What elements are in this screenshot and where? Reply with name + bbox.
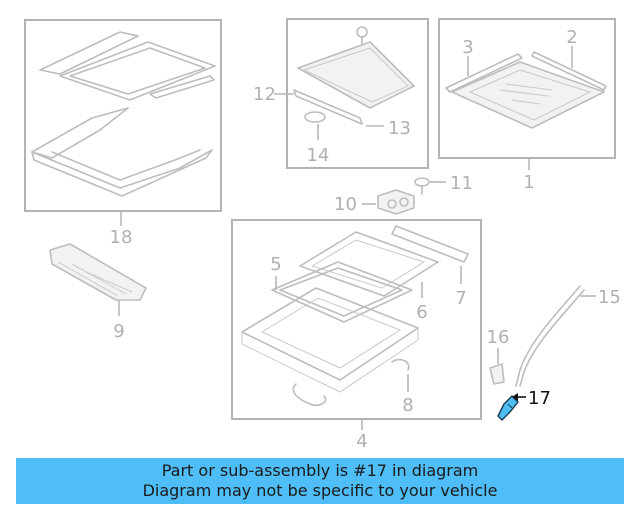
glass-seal-3 <box>445 53 523 93</box>
sunshade-handle-14 <box>304 111 326 123</box>
banner-line-1: Part or sub-assembly is #17 in diagram <box>161 461 479 480</box>
glass-reflection <box>499 83 553 105</box>
part-box-1 <box>438 18 616 159</box>
part-11-bolt[interactable] <box>414 177 430 195</box>
label-8: 8 <box>402 395 413 416</box>
label-3: 3 <box>462 37 473 58</box>
part-10-motor[interactable] <box>377 189 415 215</box>
label-4: 4 <box>356 431 367 452</box>
glass-panel-part <box>451 61 605 129</box>
glass-panel-inner <box>468 69 592 121</box>
label-6: 6 <box>416 302 427 323</box>
part-15-drain-hose[interactable] <box>515 285 585 387</box>
label-18: 18 <box>110 227 133 248</box>
rail-7 <box>391 225 469 263</box>
label-9: 9 <box>113 321 124 342</box>
roof-frame-edge <box>51 149 201 181</box>
roof-rail-part <box>149 75 215 99</box>
sunshade-inner <box>302 47 409 103</box>
label-12: 12 <box>253 84 276 105</box>
banner-line-2: Diagram may not be specific to your vehi… <box>142 481 498 500</box>
part-9-deflector[interactable] <box>49 243 147 301</box>
sunshade-clip <box>356 26 368 38</box>
label-11: 11 <box>450 173 473 194</box>
part-box-4 <box>231 219 482 420</box>
roof-molding-part <box>39 31 139 75</box>
label-17: 17 <box>528 388 551 409</box>
label-13: 13 <box>388 118 411 139</box>
roof-frame-rear <box>31 149 213 197</box>
label-1: 1 <box>523 172 534 193</box>
info-banner: Part or sub-assembly is #17 in diagram D… <box>16 458 624 504</box>
drain-hose-left <box>292 383 327 407</box>
part-group-1[interactable] <box>438 18 616 159</box>
label-15: 15 <box>598 287 621 308</box>
roof-panel-part <box>59 41 216 101</box>
roof-panel-inner <box>69 47 206 95</box>
drain-hose-right <box>391 358 410 371</box>
part-group-4[interactable] <box>231 219 482 420</box>
label-14: 14 <box>307 145 330 166</box>
label-7: 7 <box>455 288 466 309</box>
label-2: 2 <box>566 27 577 48</box>
part-box-18 <box>24 19 222 212</box>
label-10: 10 <box>334 194 357 215</box>
sunroof-parts-diagram: 18 12 13 14 3 2 1 10 11 <box>24 18 621 452</box>
part-16-clip[interactable] <box>489 363 505 385</box>
front-frame-6 <box>299 231 439 297</box>
seal-5 <box>271 261 413 323</box>
roof-frame-front <box>31 107 129 159</box>
frame-assembly <box>241 287 419 381</box>
label-5: 5 <box>270 254 281 275</box>
glass-seal-2 <box>531 51 607 91</box>
part-group-18[interactable] <box>24 19 222 212</box>
label-16: 16 <box>487 327 510 348</box>
sunshade-part <box>297 41 415 109</box>
sunshade-rail-13 <box>293 89 363 125</box>
part-17-highlighted[interactable] <box>497 395 519 421</box>
